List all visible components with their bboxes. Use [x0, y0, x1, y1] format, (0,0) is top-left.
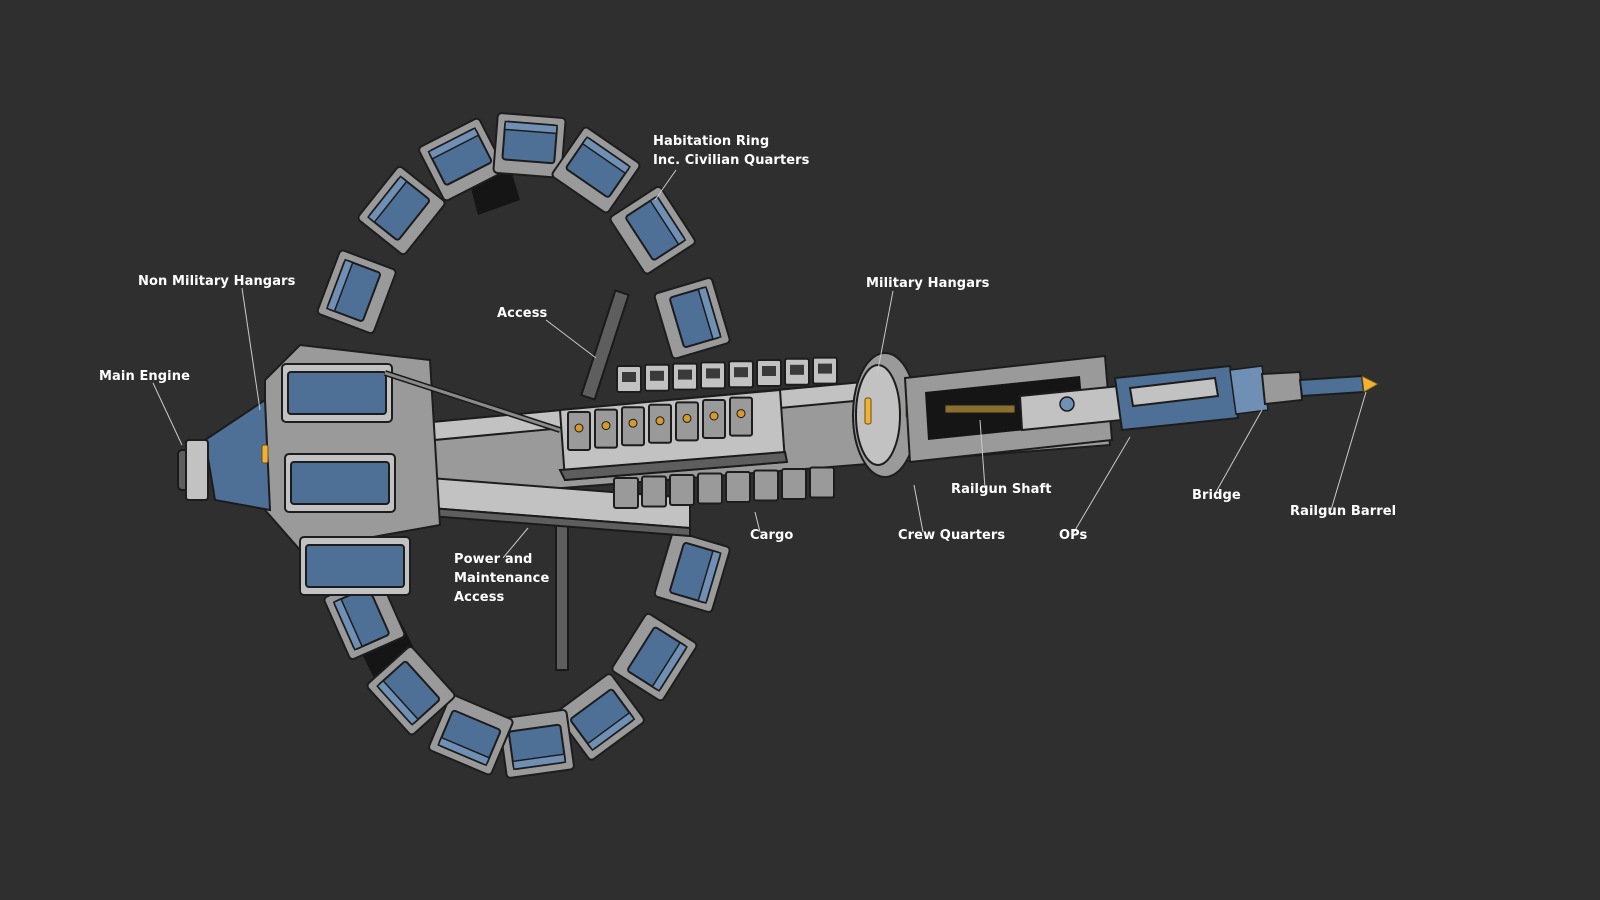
label-ops: OPs: [1059, 528, 1088, 543]
cargo-pod-hatch: [790, 364, 804, 375]
ring-module: [366, 646, 456, 736]
hangar-window: [305, 544, 405, 588]
cargo-pod-hatch: [818, 363, 832, 374]
label-cargo: Cargo: [750, 528, 794, 543]
ring-module: [428, 694, 514, 776]
cargo-pod: [725, 471, 751, 503]
label-railgun-shaft: Railgun Shaft: [951, 482, 1052, 497]
cargo-pods-top: [616, 356, 838, 393]
ring-module: [418, 117, 506, 202]
cargo-pod-hatch: [734, 367, 748, 378]
ring-module: [316, 249, 397, 335]
label-main-engine: Main Engine: [99, 369, 191, 384]
railgun-barrel: [1298, 374, 1380, 398]
ring-module: [611, 612, 698, 702]
cargo-pod: [753, 469, 779, 502]
cargo-bay-light: [655, 416, 665, 426]
ring-module: [609, 185, 696, 275]
label-access: Access: [497, 306, 548, 321]
cargo-pod-hatch: [650, 370, 664, 381]
label-crew-quarters: Crew Quarters: [898, 528, 1006, 543]
ring-module: [357, 165, 446, 256]
railgun-housing: [903, 354, 1124, 464]
label-habitation-ring: Habitation Ring Inc. Civilian Quarters: [653, 134, 810, 168]
cargo-bay-light: [628, 418, 638, 428]
hangar-window: [290, 461, 390, 505]
ring-module: [551, 126, 641, 214]
cargo-pods-bottom: [613, 466, 835, 509]
ring-module: [653, 277, 731, 360]
hangar-window: [287, 371, 387, 415]
ring-module: [653, 530, 731, 613]
label-bridge: Bridge: [1192, 488, 1241, 503]
cargo-pod: [641, 475, 667, 508]
cargo-bay-light: [736, 409, 746, 419]
ring-module: [555, 673, 645, 761]
cargo-pod: [613, 477, 639, 509]
cargo-bay-light: [574, 423, 584, 433]
engine-section: [177, 343, 442, 596]
cargo-pod: [809, 466, 835, 499]
cargo-bay-light: [682, 413, 692, 423]
cargo-bay-light: [601, 421, 611, 431]
ring-module: [498, 709, 575, 779]
label-military-hangars: Military Hangars: [866, 276, 990, 291]
cargo-module: [558, 388, 789, 482]
cargo-pod: [669, 474, 695, 506]
cargo-pod: [781, 468, 807, 500]
ring-module: [323, 574, 406, 661]
ring-module: [492, 112, 567, 179]
label-non-military-hangars: Non Military Hangars: [138, 274, 296, 289]
cargo-pod-hatch: [762, 366, 776, 376]
cargo-pod-hatch: [706, 368, 720, 379]
cargo-bay-light: [709, 411, 719, 421]
cargo-pod-hatch: [622, 372, 636, 382]
label-power-maintenance: Power and Maintenance Access: [454, 552, 550, 605]
label-railgun-barrel: Railgun Barrel: [1290, 504, 1397, 519]
bridge-section: [1113, 364, 1304, 432]
cargo-pod-hatch: [678, 369, 692, 380]
cargo-pod: [697, 472, 723, 505]
